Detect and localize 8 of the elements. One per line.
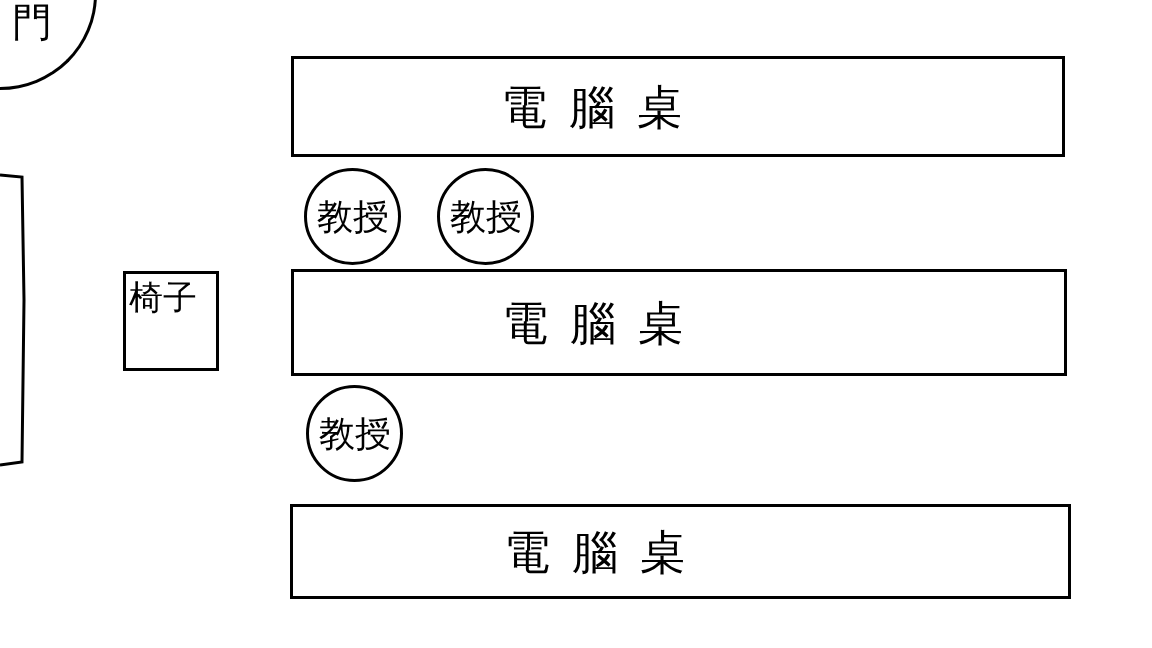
desk-box: 電腦桌: [291, 56, 1065, 157]
desk-box: 電腦桌: [291, 269, 1067, 376]
chair-box: 椅子: [123, 271, 219, 371]
person-circle: 教授: [437, 168, 534, 265]
person-circle: 教授: [304, 168, 401, 265]
person-circle: 教授: [306, 385, 403, 482]
door-arc: 門: [0, 0, 97, 90]
desk-box: 電腦桌: [290, 504, 1071, 599]
